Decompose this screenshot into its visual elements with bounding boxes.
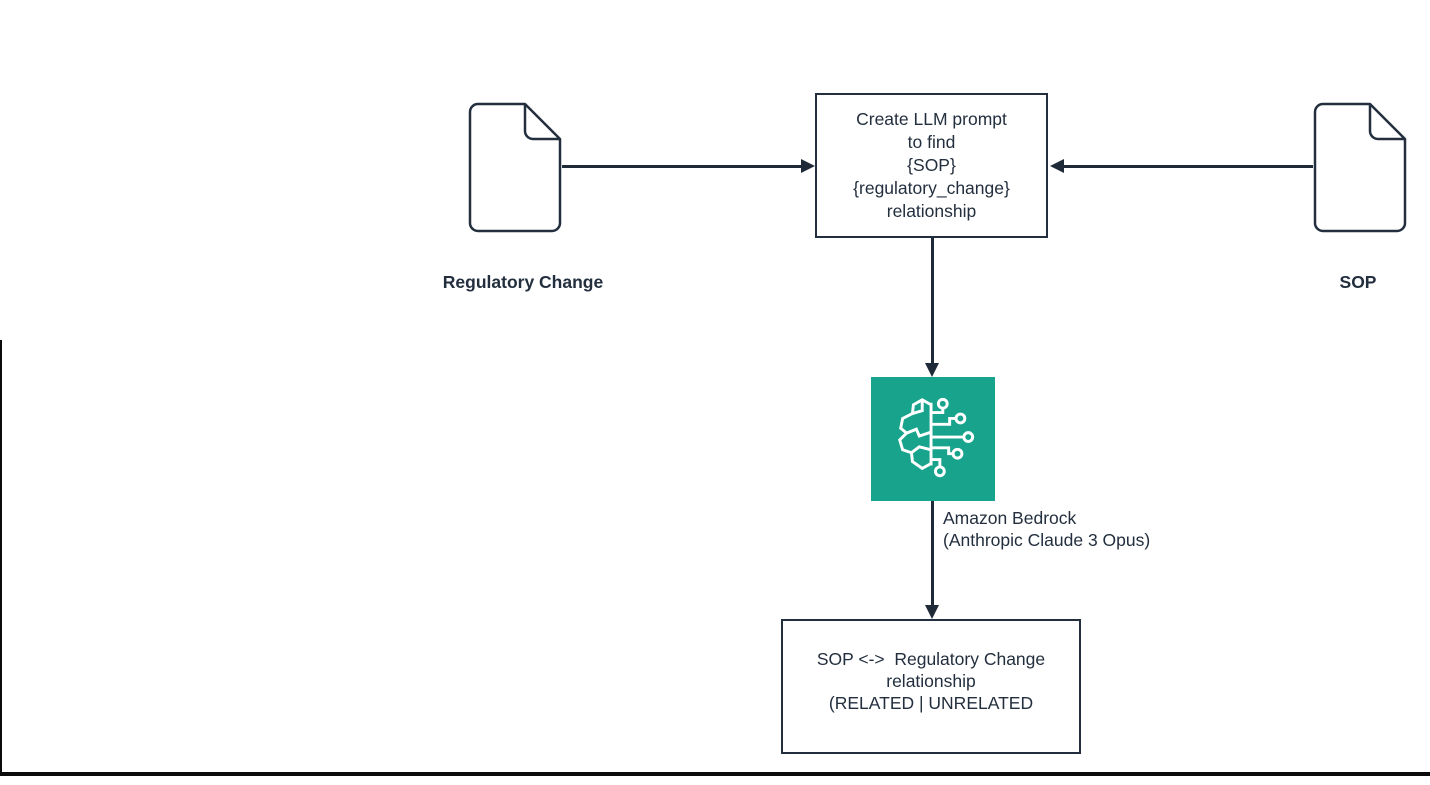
result-box-line: relationship — [886, 670, 976, 691]
result-box-line: SOP <-> Regulatory Change — [816, 648, 1046, 669]
document-fold-corner — [523, 104, 560, 141]
connector-regulatory-to-prompt — [562, 165, 803, 168]
prompt-box-line: relationship — [886, 201, 977, 221]
result-box-node: SOP <-> Regulatory Change relationship (… — [781, 619, 1081, 754]
prompt-box-node: Create LLM prompt to find {SOP} {regulat… — [815, 93, 1048, 238]
document-text-lines — [482, 137, 548, 212]
prompt-box-line: {regulatory_change} — [853, 178, 1010, 198]
regulatory-change-label: Regulatory Change — [442, 272, 604, 292]
arrowhead-left-icon — [1050, 159, 1064, 173]
document-page-shape — [1313, 102, 1407, 233]
bottom-frame-rule — [0, 772, 1430, 776]
result-box-line: (RELATED | UNRELATED — [828, 692, 1034, 713]
sop-label: SOP — [1339, 272, 1377, 292]
connector-sop-to-prompt — [1062, 165, 1313, 168]
bedrock-label-line: Amazon Bedrock — [943, 508, 1077, 528]
connector-prompt-to-bedrock — [931, 238, 934, 365]
bedrock-label: Amazon Bedrock (Anthropic Claude 3 Opus) — [943, 507, 1150, 551]
prompt-box-line: {SOP} — [907, 155, 956, 175]
bedrock-node — [871, 377, 995, 501]
arrowhead-down-icon — [925, 605, 939, 619]
left-frame-rule — [0, 340, 2, 776]
document-page-shape — [468, 102, 562, 233]
document-icon — [468, 102, 562, 233]
document-icon — [1313, 102, 1407, 233]
prompt-box-line: to find — [907, 132, 956, 152]
connector-bedrock-to-result — [931, 501, 934, 607]
bedrock-label-line: (Anthropic Claude 3 Opus) — [943, 530, 1151, 550]
bedrock-brain-icon — [898, 397, 975, 478]
arrowhead-down-icon — [925, 363, 939, 377]
document-fold-corner — [1368, 104, 1405, 141]
document-text-lines — [1327, 137, 1393, 212]
prompt-box-line: Create LLM prompt — [856, 109, 1007, 129]
arrowhead-right-icon — [801, 159, 815, 173]
